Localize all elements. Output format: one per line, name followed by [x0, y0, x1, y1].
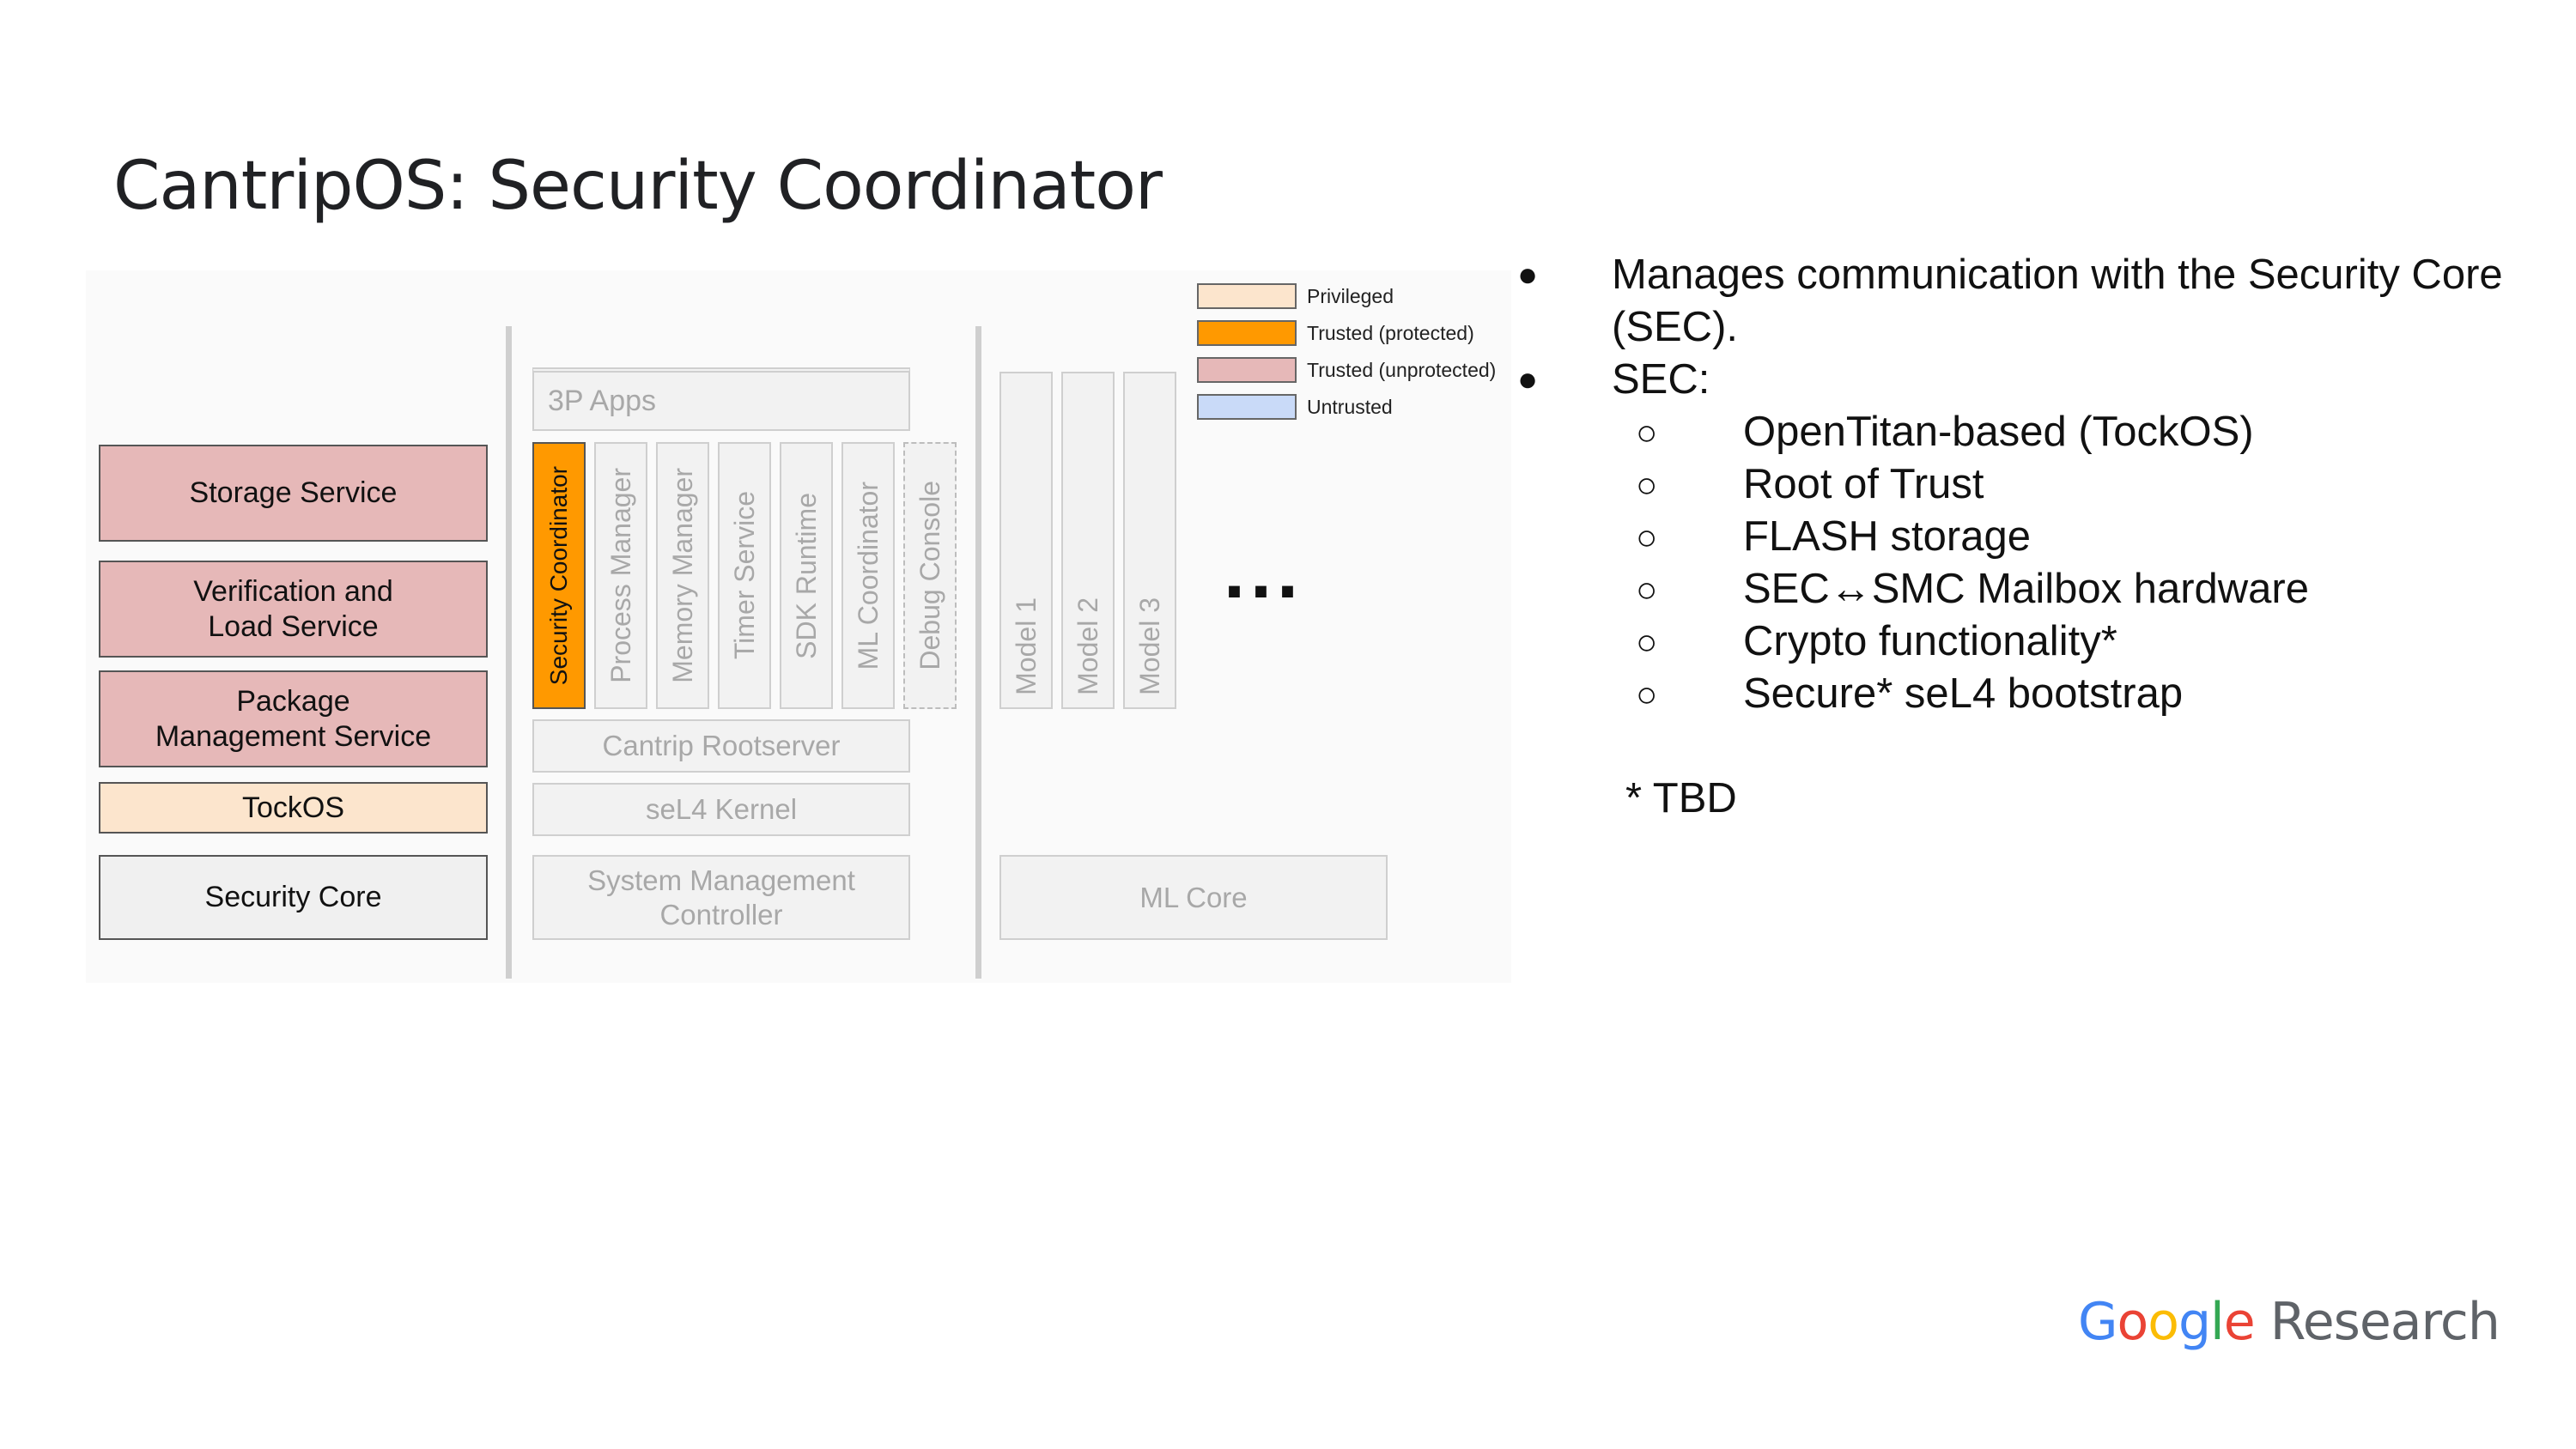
- sel4-kernel-box: seL4 Kernel: [532, 783, 910, 836]
- ml-core-label: ML Core: [1139, 881, 1248, 913]
- logo-letter: g: [2178, 1292, 2211, 1352]
- cantrip-rootserver-box: Cantrip Rootserver: [532, 719, 910, 773]
- legend-label: Privileged: [1307, 285, 1394, 307]
- sub-bullet-mark: ○: [1636, 464, 1658, 505]
- model-3-box: Model 3: [1123, 372, 1176, 709]
- model-1-box: Model 1: [999, 372, 1053, 709]
- sub-bullet-text: Secure* seL4 bootstrap: [1743, 670, 2184, 717]
- sub-bullet-item: ○ Secure* seL4 bootstrap: [1498, 668, 2529, 720]
- logo-letter: G: [2078, 1292, 2117, 1352]
- model-2-box: Model 2: [1061, 372, 1115, 709]
- sel4-kernel-label: seL4 Kernel: [645, 793, 798, 826]
- package-management-service-label: Package Management Service: [155, 684, 432, 753]
- legend-swatch-trusted-unprotected: [1197, 357, 1297, 383]
- sub-bullet-mark: ○: [1636, 412, 1658, 452]
- process-manager-box: Process Manager: [594, 442, 647, 709]
- component-label: Security Coordinator: [545, 465, 573, 686]
- sub-bullet-mark: ○: [1636, 569, 1658, 609]
- column-divider: [975, 326, 981, 979]
- component-label: SDK Runtime: [790, 492, 822, 659]
- more-models-ellipsis: ...: [1224, 529, 1304, 615]
- tockos-label: TockOS: [241, 791, 345, 824]
- logo-letter: l: [2210, 1292, 2225, 1352]
- sdk-runtime-box: SDK Runtime: [780, 442, 833, 709]
- legend-label: Trusted (protected): [1307, 322, 1474, 344]
- verification-load-service-label: Verification and Load Service: [193, 574, 393, 643]
- package-management-service-box: Package Management Service: [99, 670, 488, 767]
- sub-bullet-mark: ○: [1636, 621, 1658, 662]
- security-coordinator-box: Security Coordinator: [532, 442, 586, 709]
- tockos-box: TockOS: [99, 782, 488, 834]
- apps-label: 3P Apps: [548, 384, 657, 417]
- legend-label: Untrusted: [1307, 396, 1393, 418]
- apps-box: 3P Apps: [532, 367, 910, 431]
- storage-service-box: Storage Service: [99, 445, 488, 542]
- bullet-list: ● Manages communication with the Securit…: [1498, 249, 2529, 825]
- verification-load-service-box: Verification and Load Service: [99, 561, 488, 658]
- component-label: Debug Console: [914, 481, 945, 670]
- slide-title: CantripOS: Security Coordinator: [113, 148, 1163, 225]
- bullet-mark: ●: [1517, 361, 1539, 398]
- sub-bullet-item: ○ Root of Trust: [1498, 458, 2529, 511]
- bullet-mark: ●: [1517, 256, 1539, 294]
- sub-bullet-text: FLASH storage: [1743, 513, 2031, 560]
- bullet-text: SEC:: [1612, 356, 1710, 403]
- security-core-label: Security Core: [204, 881, 382, 914]
- sub-bullet-mark: ○: [1636, 517, 1658, 557]
- logo-suffix: Research: [2269, 1292, 2500, 1352]
- memory-manager-box: Memory Manager: [656, 442, 709, 709]
- legend-swatch-privileged: [1197, 283, 1297, 309]
- system-management-controller-box: System Management Controller: [532, 855, 910, 940]
- component-label: Memory Manager: [666, 468, 698, 683]
- logo-letter: o: [2148, 1292, 2179, 1352]
- component-label: Timer Service: [728, 491, 760, 660]
- debug-console-box: Debug Console: [903, 442, 957, 709]
- legend-swatch-untrusted: [1197, 394, 1297, 420]
- legend-label: Trusted (unprotected): [1307, 359, 1497, 381]
- column-divider: [506, 326, 512, 979]
- sub-bullet-item: ○ SEC↔SMC Mailbox hardware: [1498, 563, 2529, 615]
- sub-bullet-item: ○ FLASH storage: [1498, 511, 2529, 563]
- ml-coordinator-box: ML Coordinator: [841, 442, 895, 709]
- ml-core-box: ML Core: [999, 855, 1388, 940]
- architecture-diagram: Storage Service Verification and Load Se…: [86, 270, 1511, 983]
- bullet-item: ● Manages communication with the Securit…: [1498, 249, 2529, 354]
- sub-bullet-mark: ○: [1636, 674, 1658, 714]
- sub-bullet-text: Root of Trust: [1743, 461, 1984, 507]
- sub-bullet-text: Crypto functionality*: [1743, 618, 2117, 664]
- cantrip-rootserver-label: Cantrip Rootserver: [602, 730, 841, 762]
- bullet-text: Manages communication with the Security …: [1612, 252, 2503, 350]
- component-label: Process Manager: [605, 468, 636, 683]
- system-management-controller-label: System Management Controller: [587, 864, 855, 931]
- google-research-logo: Google Research: [2078, 1292, 2500, 1352]
- model-label: Model 3: [1133, 597, 1165, 695]
- storage-service-label: Storage Service: [189, 476, 398, 510]
- bullet-item: ● SEC:: [1498, 354, 2529, 406]
- sub-bullet-text: SEC↔SMC Mailbox hardware: [1743, 566, 2309, 612]
- component-label: ML Coordinator: [852, 481, 884, 670]
- model-label: Model 1: [1010, 597, 1042, 695]
- sub-bullet-item: ○ Crypto functionality*: [1498, 615, 2529, 668]
- footnote: * TBD: [1625, 775, 1737, 822]
- security-core-box: Security Core: [99, 855, 488, 940]
- legend-swatch-trusted-protected: [1197, 320, 1297, 346]
- logo-letter: o: [2117, 1292, 2149, 1352]
- logo-letter: e: [2223, 1292, 2256, 1352]
- model-label: Model 2: [1072, 597, 1103, 695]
- timer-service-box: Timer Service: [718, 442, 771, 709]
- sub-bullet-text: OpenTitan-based (TockOS): [1743, 409, 2254, 455]
- sub-bullet-item: ○ OpenTitan-based (TockOS): [1498, 406, 2529, 458]
